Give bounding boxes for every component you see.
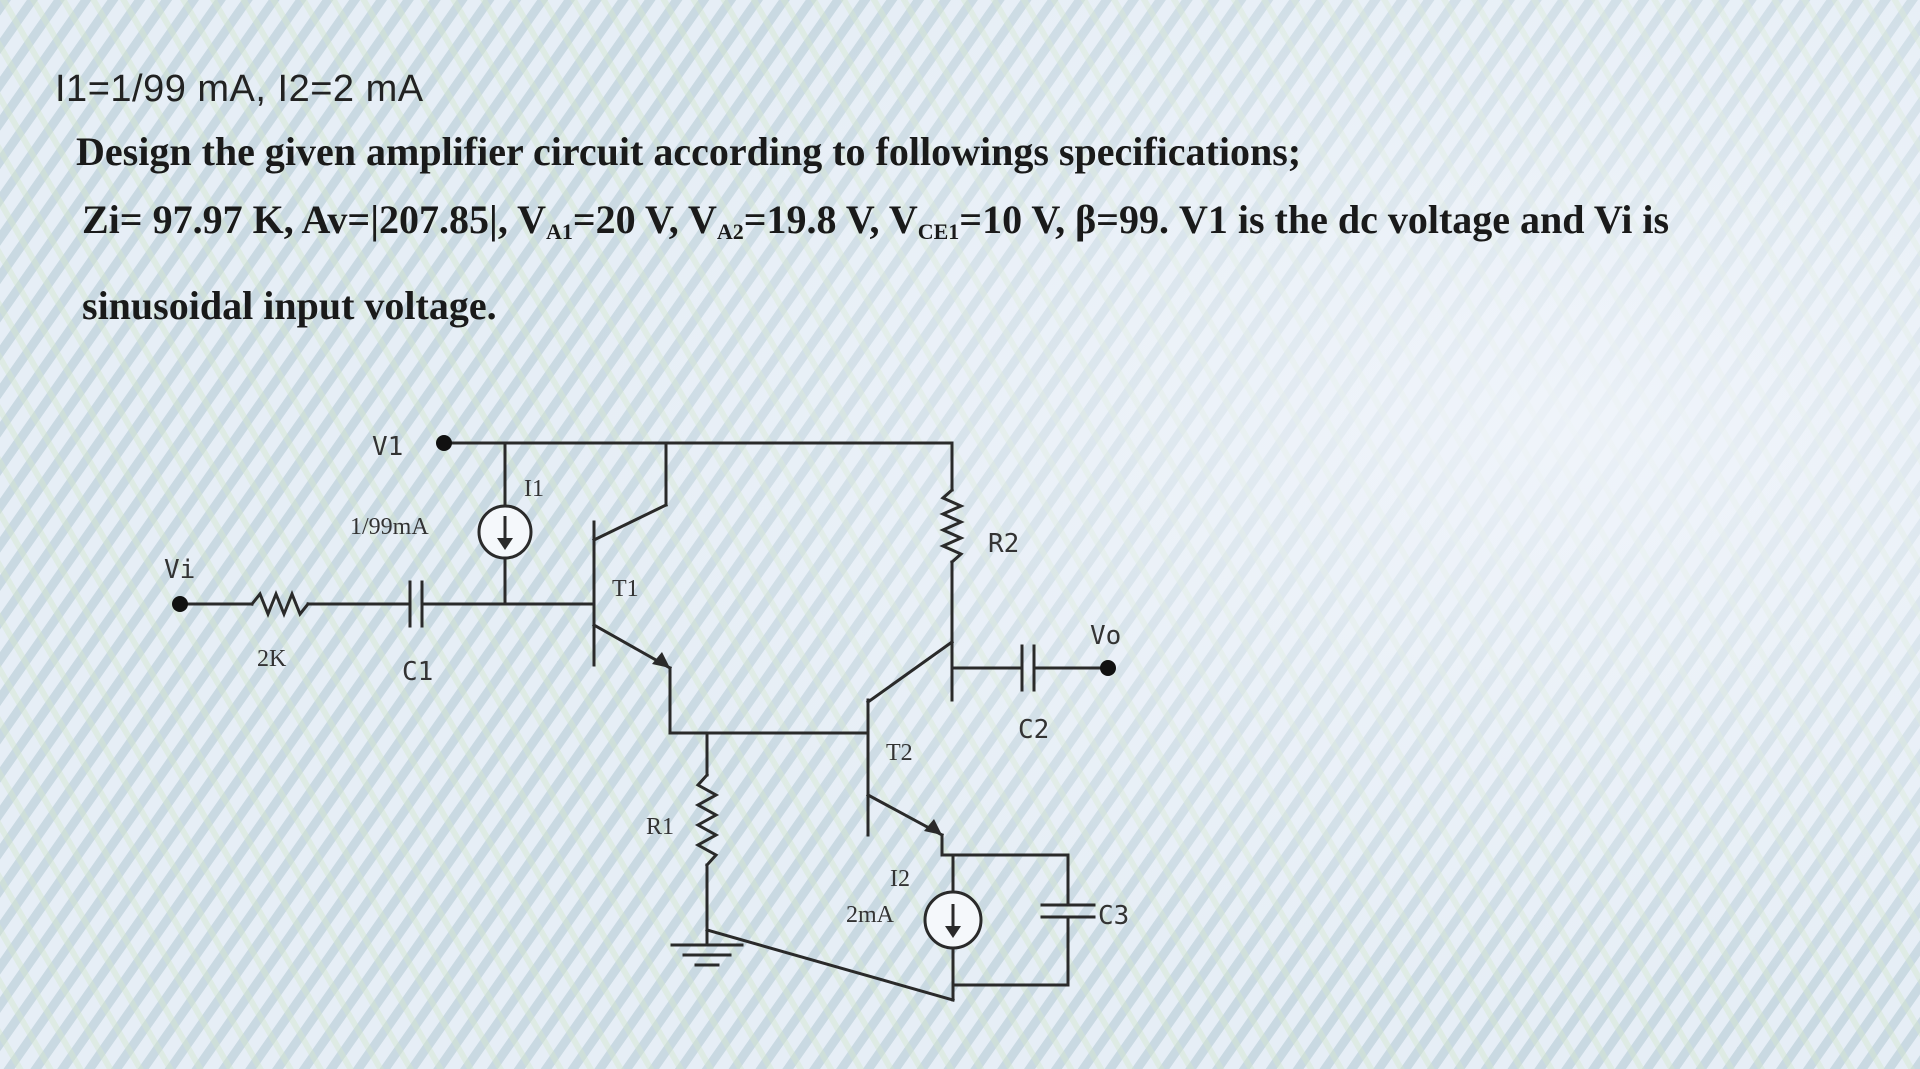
task-continuation: sinusoidal input voltage. xyxy=(82,283,497,328)
ground-return xyxy=(705,928,955,1002)
specifications: Zi= 97.97 K, Av=|207.85|, VA1=20 V, VA2=… xyxy=(82,196,1669,245)
t2-collector xyxy=(865,639,955,705)
vi-label: Vi xyxy=(164,555,195,585)
c3-label: C3 xyxy=(1098,901,1129,931)
i1-current-source xyxy=(477,504,533,560)
c2-label: C2 xyxy=(1018,715,1049,745)
v1-label: V1 xyxy=(372,432,403,462)
vo-label: Vo xyxy=(1090,621,1121,651)
t2-emitter-arrow xyxy=(924,819,942,835)
i2-current-source xyxy=(923,890,983,950)
r-in-resistor xyxy=(249,589,311,619)
t1-label: T1 xyxy=(612,576,639,602)
i1-value-label: 1/99mA xyxy=(350,514,429,540)
v1-terminal xyxy=(436,435,452,451)
av-spec: Av=|207.85|, xyxy=(301,197,518,242)
i2-name-label: I2 xyxy=(890,866,910,892)
r-in-label: 2K xyxy=(257,646,287,672)
vce1-spec: VCE1=10 V, xyxy=(888,197,1076,244)
vo-terminal xyxy=(1100,660,1116,676)
va2-spec: VA2=19.8 V, xyxy=(687,197,889,244)
zi-spec: Zi= 97.97 K, xyxy=(82,197,302,242)
i2-value-label: 2mA xyxy=(846,902,895,928)
r2-resistor xyxy=(939,487,965,565)
beta-spec: β=99. xyxy=(1075,197,1179,242)
t2-label: T2 xyxy=(886,740,913,766)
r1-label: R1 xyxy=(646,814,674,840)
r1-resistor xyxy=(694,772,720,868)
spec-tail: V1 is the dc voltage and Vi is xyxy=(1178,197,1670,242)
vi-terminal xyxy=(172,596,188,612)
task-statement: Design the given amplifier circuit accor… xyxy=(76,129,1302,174)
i1-name-label: I1 xyxy=(524,476,544,502)
c1-label: C1 xyxy=(402,657,433,687)
t1-emitter-arrow xyxy=(652,652,670,668)
r2-label: R2 xyxy=(988,529,1019,559)
given-currents: I1=1/99 mA, I2=2 mA xyxy=(55,68,424,110)
t1-collector xyxy=(591,502,669,543)
va1-spec: VA1=20 V, xyxy=(517,197,688,244)
